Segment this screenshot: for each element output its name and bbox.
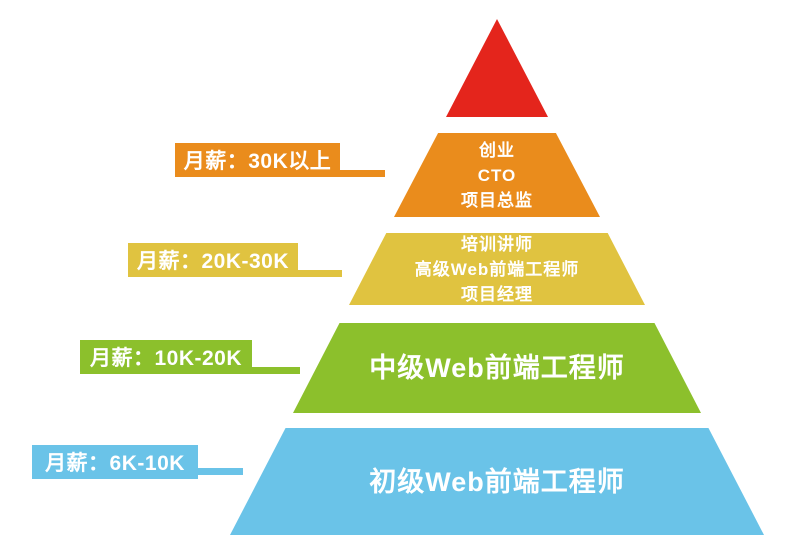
salary-label-6k-10k: 月薪：6K-10K — [32, 445, 198, 479]
tier-20k-30k-role-3: 项目经理 — [461, 284, 533, 304]
salary-label-30k-plus-text: 月薪：30K以上 — [183, 150, 332, 173]
salary-label-10k-20k: 月薪：10K-20K — [80, 340, 252, 374]
salary-label-20k-30k-text: 月薪：20K-30K — [136, 250, 290, 273]
salary-label-20k-30k: 月薪：20K-30K — [128, 243, 298, 277]
tier-30k-role-2: CTO — [477, 165, 517, 185]
pyramid-tier-6k-10k: 初级Web前端工程师 — [230, 428, 764, 535]
tier-20k-30k-role-1: 培训讲师 — [461, 234, 533, 254]
leader-line-30k-plus — [338, 170, 385, 177]
tier-30k-role-3: 项目总监 — [461, 190, 533, 210]
salary-label-10k-20k-text: 月薪：10K-20K — [89, 347, 243, 370]
leader-line-6k-10k — [196, 468, 243, 475]
pyramid-tier-20k-30k: 培训讲师 高级Web前端工程师 项目经理 — [349, 233, 645, 305]
tier-6k-10k-role: 初级Web前端工程师 — [369, 466, 625, 497]
salary-label-30k-plus: 月薪：30K以上 — [175, 143, 340, 177]
pyramid-tier-10k-20k: 中级Web前端工程师 — [293, 323, 701, 413]
salary-label-6k-10k-text: 月薪：6K-10K — [45, 452, 185, 475]
leader-line-10k-20k — [250, 367, 300, 374]
tier-30k-role-1: 创业 — [479, 140, 515, 160]
pyramid-tier-30k-plus: 创业 CTO 项目总监 — [394, 133, 600, 217]
pyramid-apex-triangle — [446, 19, 548, 117]
tier-10k-20k-role: 中级Web前端工程师 — [369, 353, 625, 383]
tier-20k-30k-role-2: 高级Web前端工程师 — [414, 259, 580, 279]
leader-line-20k-30k — [296, 270, 342, 277]
